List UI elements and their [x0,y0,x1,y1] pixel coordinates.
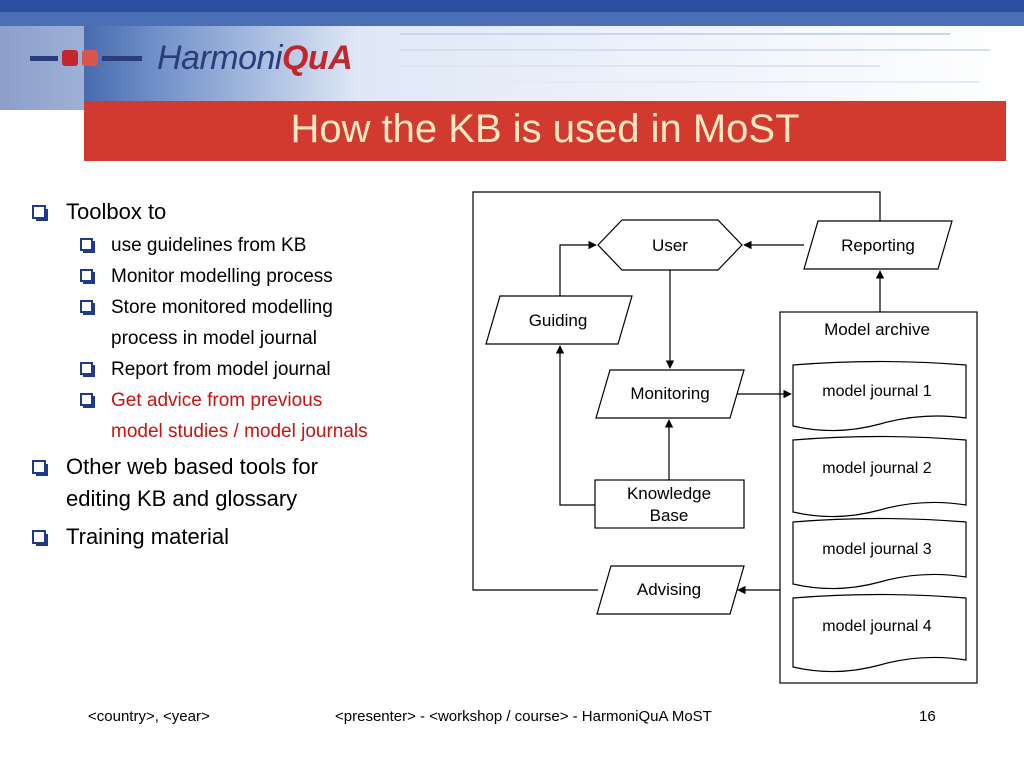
footer-center: <presenter> - <workshop / course> - Harm… [335,708,712,725]
slide-title: How the KB is used in MoST [290,107,800,151]
checkbox-bullet-icon [80,362,95,377]
header-background [0,0,1024,110]
monitoring-label: Monitoring [630,384,709,403]
advising-label: Advising [637,580,701,599]
arrow-guiding-to-user [559,240,597,296]
title-bar: How the KB is used in MoST [84,101,1006,161]
bullet-list: Toolbox to use guidelines from KB Monito… [30,196,375,555]
checkbox-bullet-icon [32,530,48,546]
model-journal-4 [792,593,967,673]
model-archive-label: Model archive [824,320,930,339]
checkbox-bullet-icon [80,393,95,408]
model-journal-3-label: model journal 3 [822,541,932,558]
advising-node [596,565,745,615]
page-number: 16 [919,708,936,725]
knowledge-base-label-line2: Base [650,506,689,525]
reporting-label: Reporting [841,236,915,255]
logo-text: HarmoniQuA [157,38,353,77]
guiding-label: Guiding [529,311,588,330]
loop-connector [472,191,881,591]
sub-bullet-item: Report from model journal [30,354,375,385]
sub-bullet-item: Monitor modelling process [30,261,375,292]
user-label: User [652,236,688,255]
model-journal-3 [792,517,967,590]
checkbox-bullet-icon [80,269,95,284]
logo-mark-icon [30,50,142,66]
model-journal-2-label: model journal 2 [822,460,932,477]
knowledge-base-label-line1: Knowledge [627,484,711,503]
bullet-item: Toolbox to [30,196,375,228]
reporting-node [803,220,953,270]
model-journal-4-label: model journal 4 [822,618,932,635]
footer-left: <country>, <year> [88,708,210,725]
bullet-item: Training material [30,521,375,553]
model-journal-1 [792,360,967,432]
model-journal-2 [792,435,967,518]
guiding-node [485,295,633,345]
monitoring-node [595,369,745,419]
sub-bullet-item-highlight: Get advice from previous model studies /… [30,385,375,447]
user-node [597,219,743,271]
harmoniqua-logo: HarmoniQuA [30,36,353,80]
checkbox-bullet-icon [32,460,48,476]
checkbox-bullet-icon [80,300,95,315]
checkbox-bullet-icon [32,205,48,221]
checkbox-bullet-icon [80,238,95,253]
bullet-item: Other web based tools for editing KB and… [30,451,375,515]
model-journal-1-label: model journal 1 [822,383,932,400]
sub-bullet-item: Store monitored modelling process in mod… [30,292,375,354]
arrow-kb-to-guiding [555,345,595,506]
sub-bullet-item: use guidelines from KB [30,230,375,261]
